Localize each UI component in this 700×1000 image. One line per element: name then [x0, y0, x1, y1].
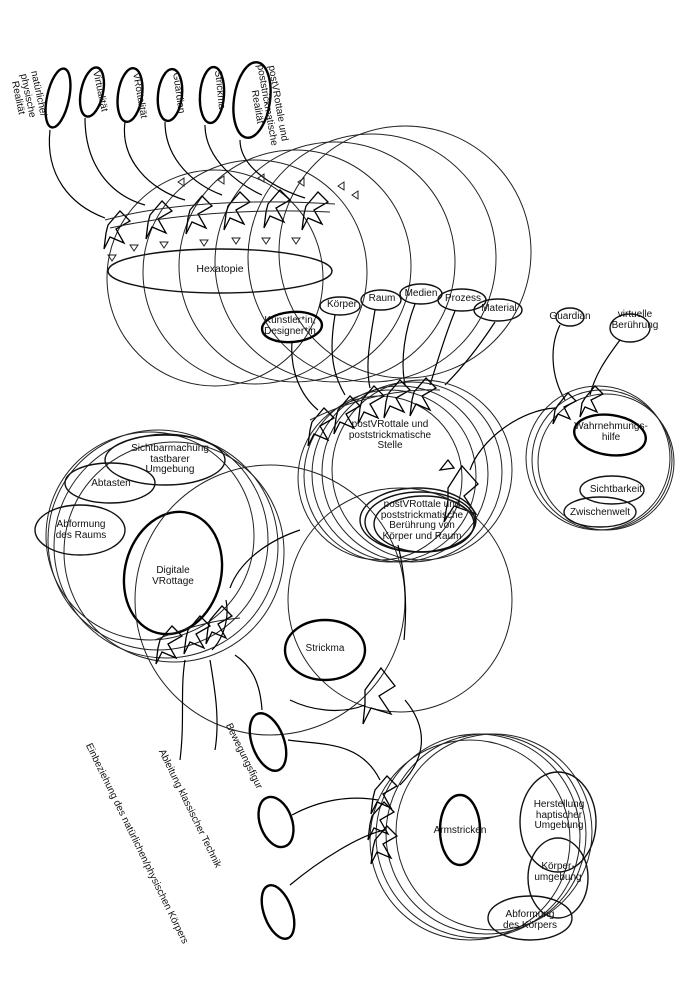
- mid-arrows: [291, 303, 621, 411]
- beruehrung-label: postVRottale und poststrickmatische Berü…: [380, 499, 464, 542]
- koerperumgebung-oval: [527, 837, 589, 919]
- digitale-vrottage-label: Digitale VRottage: [152, 565, 194, 587]
- top-ovals: [44, 61, 272, 139]
- mid-ovals: [260, 283, 651, 344]
- top-arrows: [48, 117, 306, 219]
- hexatopie-label: Hexatopie: [196, 263, 244, 275]
- bewegungsfigur-oval: [248, 712, 288, 772]
- abformung-raum-label: Abformung des Raums: [55, 519, 107, 541]
- guardian-small-label: Guardian: [549, 311, 591, 322]
- herstellung-oval: [519, 771, 597, 873]
- sichtbarmachung-label: Sichtbarmachung tastbarer Umgebung: [131, 443, 209, 475]
- knot-bottom: [367, 699, 423, 865]
- knot-left: [154, 605, 241, 665]
- prozess-label: Prozess: [444, 293, 482, 304]
- zwischenwelt-oval: [563, 496, 637, 528]
- sichtbarkeit-oval: [579, 475, 645, 505]
- knot-right: [469, 385, 605, 471]
- sichtbarmachung-oval: [104, 434, 226, 486]
- center-knot: [438, 458, 479, 523]
- knot-row-middle: [307, 377, 441, 447]
- medien-label: Medien: [404, 288, 438, 299]
- right-circles: [525, 385, 675, 531]
- koerper-label: Körper: [326, 299, 357, 310]
- material-label: Material: [481, 303, 517, 314]
- strickma-oval: [283, 618, 367, 682]
- abformung-koerper-label: Abformung des Körpers: [503, 909, 557, 931]
- sichtbarkeit-label: Sichtbarkeit: [589, 484, 643, 495]
- wahrnehmungshilfe-label: Wahrnehmungs- hilfe: [574, 421, 648, 443]
- zwischenwelt-label: Zwischenwelt: [569, 507, 631, 518]
- ableitung-oval: [257, 795, 295, 849]
- armstricken-oval: [438, 793, 482, 867]
- abtasten-oval: [64, 462, 156, 504]
- koerperumgebung-label: Körper- umgebung: [534, 861, 582, 883]
- virtuelle-beruehrung-label: virtuelle Berührung: [611, 309, 659, 331]
- abformung-koerper-oval: [487, 895, 573, 941]
- beruehrung-ovals: [359, 487, 477, 553]
- strickma-right-circle: [287, 487, 513, 713]
- einbeziehung-oval: [260, 884, 296, 940]
- raum-label: Raum: [368, 293, 396, 304]
- armstricken-label: Armstricken: [433, 825, 487, 836]
- digitale-vrottage-oval: [122, 510, 224, 636]
- hexatopie-circles: [106, 125, 532, 387]
- abtasten-label: Abtasten: [91, 478, 131, 489]
- strickma-center-label: Strickma: [305, 643, 345, 654]
- herstellung-label: Herstellung haptischer Umgebung: [533, 799, 585, 831]
- wahrnehmungshilfe-oval: [573, 413, 647, 457]
- kuenstler-label: Künstler*in, Designer*in: [264, 315, 316, 337]
- stelle-circles: [297, 379, 513, 563]
- stelle-label: postVRottale und poststrickmatische Stel…: [348, 419, 432, 451]
- hexatopie-oval: [107, 248, 333, 294]
- small-arrowheads-top: [107, 173, 359, 262]
- abformung-raum-oval: [34, 504, 126, 556]
- knot-strickma: [362, 666, 396, 725]
- knot-row-top: [103, 189, 336, 250]
- arrows-center: [211, 529, 407, 651]
